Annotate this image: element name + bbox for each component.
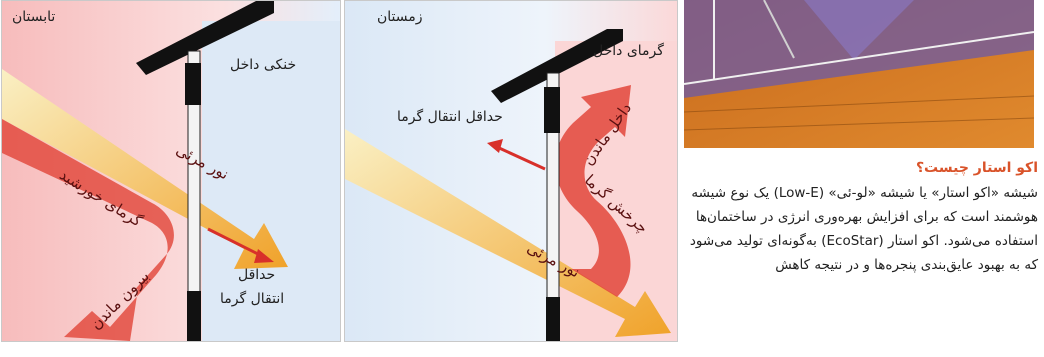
window-frame-bottom — [187, 291, 201, 342]
glass-photo-art — [684, 0, 1034, 148]
min-transfer-label-2: انتقال گرما — [220, 291, 284, 307]
winter-window-frame-bottom — [546, 297, 560, 342]
min-transfer-label-1: حداقل — [238, 267, 275, 283]
winter-inside-heat-label: گرمای داخل — [593, 43, 664, 59]
window-frame-top — [185, 63, 201, 105]
article: اکو استار چیست؟ شیشه «اکو استار» یا شیشه… — [684, 160, 1038, 277]
winter-panel: زمستان گرمای داخل داخل ماندن چرخش گرما ح… — [344, 0, 678, 342]
winter-min-transfer-label: حداقل انتقال گرما — [397, 109, 503, 125]
summer-inside-label: خنکی داخل — [230, 57, 296, 73]
article-body: شیشه «اکو استار» یا شیشه «لو-ئی» (Low-E)… — [684, 181, 1038, 277]
article-title: اکو استار چیست؟ — [684, 160, 1038, 176]
winter-season-label: زمستان — [377, 9, 423, 25]
summer-diagram — [2, 1, 341, 342]
glass-photo — [684, 0, 1034, 148]
summer-season-label: تابستان — [12, 9, 55, 25]
winter-window-frame-top — [544, 87, 560, 133]
summer-panel: تابستان خنکی داخل نور مرئی گرمای خورشید … — [1, 0, 341, 342]
